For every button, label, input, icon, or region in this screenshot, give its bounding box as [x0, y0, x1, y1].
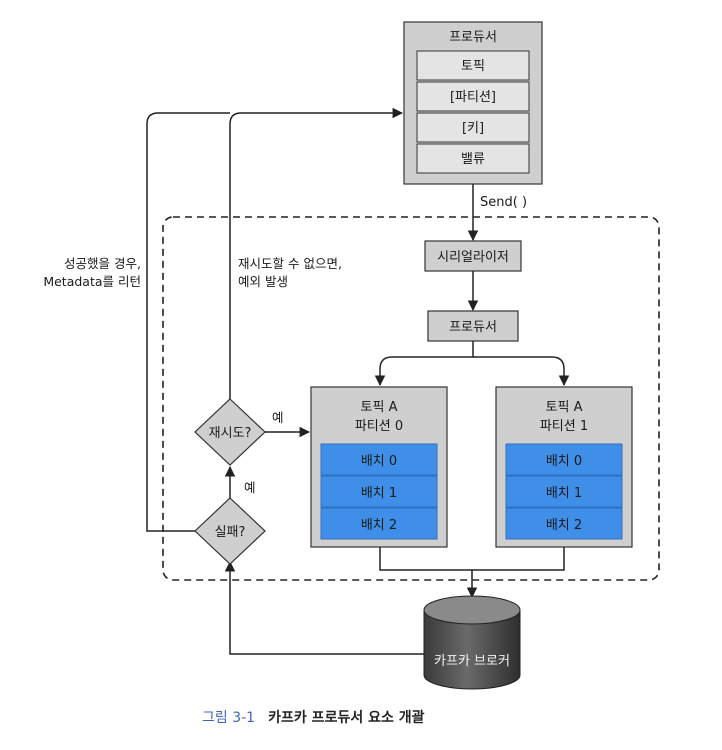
record-field-topic: 토픽 — [461, 59, 485, 74]
partition-0-batch-0: 배치 0 — [361, 454, 397, 469]
send-label: Send( ) — [480, 195, 527, 210]
fail-decision: 실패? — [194, 497, 266, 565]
figure-number: 그림 3-1 — [202, 710, 255, 726]
fail-decision-label: 실패? — [215, 525, 246, 540]
error-note-line1: 재시도할 수 없으면, — [238, 256, 342, 271]
partition-1-topic: 토픽 A — [546, 400, 583, 415]
fail-yes-label: 예 — [244, 480, 256, 495]
success-note-line1: 성공했을 경우, — [64, 256, 141, 271]
retry-decision: 재시도? — [194, 398, 266, 466]
partition-1-batch-1: 배치 1 — [546, 486, 582, 501]
broker-to-fail-arrow — [224, 560, 424, 655]
partitioner-to-partition-0-arrow — [374, 341, 474, 387]
partition-1-box: 토픽 A 파티션 1 배치 0 배치 1 배치 2 — [495, 386, 633, 548]
success-note-line2: Metadata를 리턴 — [43, 274, 141, 289]
record-field-key: [키] — [462, 121, 484, 136]
partition-0-batch-2: 배치 2 — [361, 518, 397, 533]
figure-caption: 그림 3-1 카프카 프로듀서 요소 개괄 — [202, 707, 425, 726]
partitioner-box: 프로듀서 — [427, 310, 519, 342]
broker-label: 카프카 브로커 — [434, 654, 510, 669]
partitions-to-broker-arrow — [379, 547, 565, 597]
partition-0-batch-1: 배치 1 — [361, 486, 397, 501]
record-field-value: 밸류 — [461, 152, 485, 167]
figure-title: 카프카 프로듀서 요소 개괄 — [268, 710, 424, 726]
serializer-box: 시리얼라이저 — [424, 240, 522, 272]
producer-record-box: 프로듀서 토픽 [파티션] [키] 밸류 — [403, 21, 543, 185]
success-return-arrow — [146, 112, 230, 532]
producer-internal-boundary — [162, 216, 660, 581]
partition-1-batch-2: 배치 2 — [546, 518, 582, 533]
partitioner-to-partition-1-arrow — [473, 356, 570, 387]
partitioner-label: 프로듀서 — [449, 320, 497, 335]
serializer-label: 시리얼라이저 — [437, 250, 509, 265]
record-field-partition: [파티션] — [450, 90, 496, 105]
retry-yes-label: 예 — [272, 410, 284, 425]
partition-1-name: 파티션 1 — [540, 419, 588, 434]
partition-0-box: 토픽 A 파티션 0 배치 0 배치 1 배치 2 — [310, 386, 448, 548]
kafka-broker-cylinder: 카프카 브로커 — [423, 595, 521, 690]
error-note-line2: 예외 발생 — [238, 274, 288, 289]
partition-0-topic: 토픽 A — [361, 400, 398, 415]
partition-1-batch-0: 배치 0 — [546, 454, 582, 469]
retry-error-return-arrow — [229, 107, 404, 399]
producer-record-title: 프로듀서 — [449, 30, 497, 45]
retry-decision-label: 재시도? — [209, 426, 252, 441]
partition-0-name: 파티션 0 — [355, 419, 403, 434]
